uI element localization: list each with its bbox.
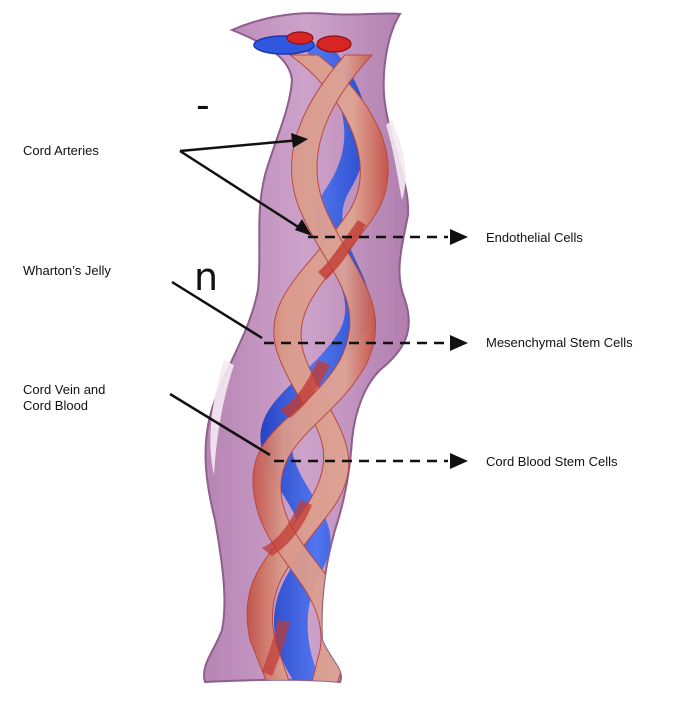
label-cord-vein-line2: Cord Blood (23, 398, 88, 414)
label-cord-vein-line1: Cord Vein and (23, 382, 105, 398)
artery-opening-2 (317, 36, 351, 52)
artery-opening-1 (287, 32, 313, 44)
edge-fragment-dash: - (196, 86, 210, 124)
edge-fragment-letter: n (194, 258, 218, 296)
label-whartons-jelly: Wharton’s Jelly (23, 263, 111, 279)
arrowhead-endothelial (450, 229, 468, 245)
label-cord-arteries: Cord Arteries (23, 143, 99, 159)
label-cord-blood-stem-cells: Cord Blood Stem Cells (486, 454, 618, 470)
arrowhead-cord-blood (450, 453, 468, 469)
label-endothelial-cells: Endothelial Cells (486, 230, 583, 246)
label-mesenchymal-stem-cells: Mesenchymal Stem Cells (486, 335, 633, 351)
arrowhead-mesenchymal (450, 335, 468, 351)
